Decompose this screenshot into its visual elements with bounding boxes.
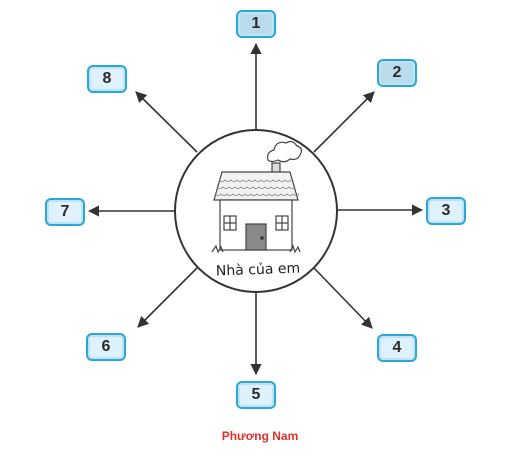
box-2: 2: [377, 59, 417, 87]
box-3: 3: [426, 197, 466, 225]
credit-text: Phương Nam: [221, 429, 299, 443]
box-5: 5: [236, 381, 276, 409]
box-1: 1: [236, 10, 276, 38]
box-4: 4: [377, 334, 417, 362]
arrow-4: [313, 267, 373, 329]
box-7: 7: [45, 198, 85, 226]
arrow-6: [137, 267, 198, 328]
box-8: 8: [87, 65, 127, 93]
house-icon: [211, 140, 303, 254]
arrow-2: [313, 91, 375, 153]
box-6: 6: [86, 333, 126, 361]
arrows: [87, 42, 424, 376]
arrow-8: [135, 91, 198, 153]
